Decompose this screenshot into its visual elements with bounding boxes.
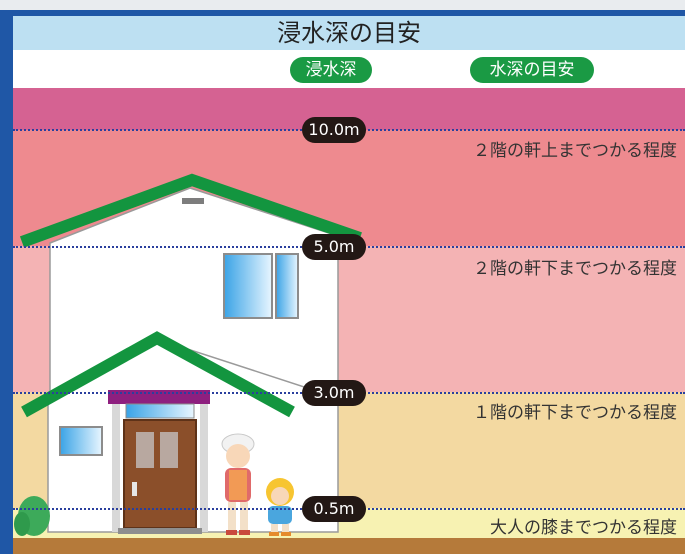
frame-top-border xyxy=(0,10,685,16)
frame-left-border xyxy=(0,10,13,554)
level-description-3m: １階の軒下までつかる程度 xyxy=(473,403,677,423)
level-pill-5m: 5.0m xyxy=(302,234,366,260)
page-title: 浸水深の目安 xyxy=(277,19,421,47)
ground-strip xyxy=(13,538,685,554)
lower-window xyxy=(59,426,103,456)
upper-roof xyxy=(19,173,362,248)
level-pill-05m: 0.5m xyxy=(302,496,366,522)
lower-roof xyxy=(21,331,295,418)
door-pillar-right xyxy=(200,404,208,532)
title-band xyxy=(13,16,685,50)
upper-window-large xyxy=(223,253,273,319)
door-handle xyxy=(132,482,137,496)
level-description-10m: ２階の軒上までつかる程度 xyxy=(473,141,677,161)
door-panel-left xyxy=(136,432,154,468)
door-pillar-left xyxy=(112,404,120,532)
level-description-5m: ２階の軒下までつかる程度 xyxy=(473,259,677,279)
door-panel-right xyxy=(160,432,178,468)
child-figure xyxy=(266,478,294,536)
level-description-05m: 大人の膝までつかる程度 xyxy=(490,518,677,538)
transom-window xyxy=(125,403,195,419)
adult-figure xyxy=(221,433,255,535)
door-step xyxy=(118,528,202,534)
level-pill-3m: 3.0m xyxy=(302,380,366,406)
depth-legend-pill: 浸水深 xyxy=(290,57,372,83)
level-pill-10m: 10.0m xyxy=(302,117,366,143)
second-floor-wall xyxy=(49,187,339,393)
guide-legend-pill: 水深の目安 xyxy=(470,57,594,83)
attic-vent xyxy=(182,198,204,204)
upper-window-small xyxy=(275,253,299,319)
